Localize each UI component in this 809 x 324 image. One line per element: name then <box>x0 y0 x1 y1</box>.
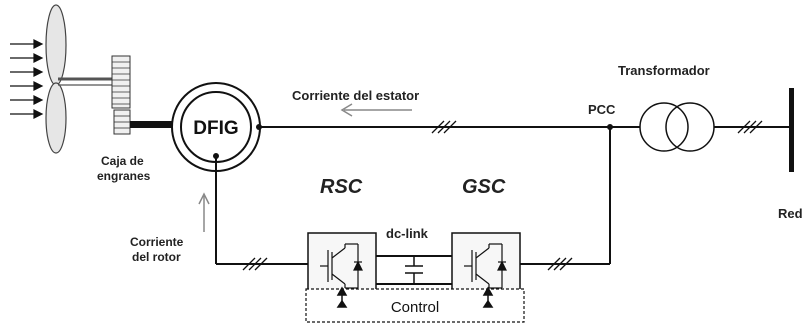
high-speed-shaft <box>130 121 186 128</box>
rsc-label: RSC <box>320 176 363 198</box>
turbine-blades <box>45 4 67 154</box>
igbt-icon <box>464 243 507 289</box>
rotor-current-arrow <box>198 192 210 232</box>
transformer-symbol <box>639 102 715 152</box>
transformer-label: Transformador <box>618 63 710 78</box>
dc-link-capacitor <box>405 256 423 284</box>
grid-bus <box>789 88 794 172</box>
stator-current-label: Corriente del estator <box>292 88 419 103</box>
rotor-current-label-2: del rotor <box>132 250 181 264</box>
grid-label: Red <box>778 206 803 221</box>
gearbox-label-1: Caja de <box>101 154 144 168</box>
dc-link-label: dc-link <box>386 226 429 241</box>
control-label: Control <box>391 299 439 316</box>
dfig-label: DFIG <box>193 118 238 139</box>
wind-arrows <box>10 39 44 119</box>
pcc-label: PCC <box>588 102 616 117</box>
rotor-current-label-1: Corriente <box>130 235 184 249</box>
igbt-icon <box>320 243 363 289</box>
gsc-label: GSC <box>462 176 506 198</box>
gearbox-label-2: engranes <box>97 169 151 183</box>
stator-current-arrow <box>340 103 412 117</box>
